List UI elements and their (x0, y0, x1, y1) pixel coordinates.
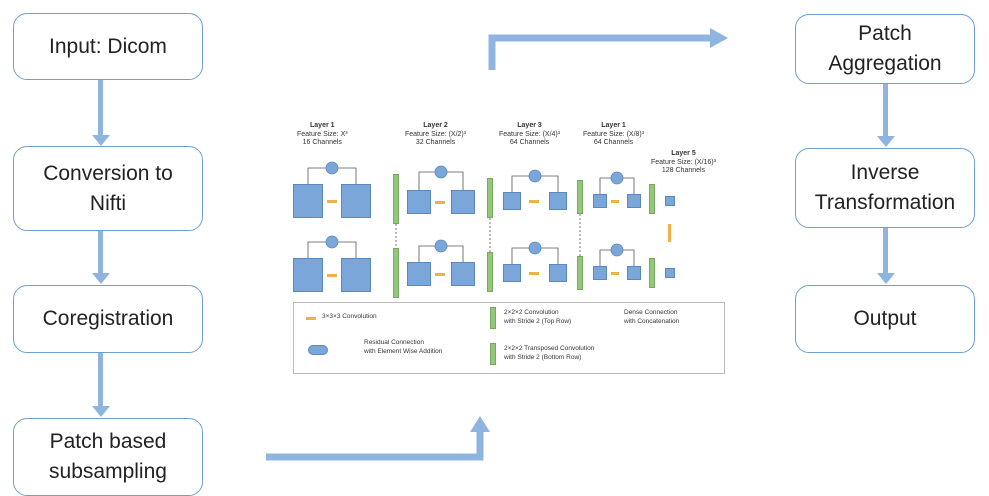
layer-label: Layer 1 Feature Size: (X/8)³ 64 Channels (583, 122, 644, 148)
arrow-head (877, 273, 895, 284)
layer-title: Layer 2 (423, 122, 448, 129)
feature-cube (451, 190, 475, 214)
feature-cube (503, 192, 521, 210)
legend-transposed: 2×2×2 Transposed Convolution with Stride… (504, 345, 595, 361)
feature-cube (549, 192, 567, 210)
layer-title: Layer 3 (517, 122, 542, 129)
legend: 3×3×3 Convolution Residual Connection wi… (293, 302, 725, 374)
arrow-head (92, 135, 110, 146)
stride-conv-bar (649, 184, 655, 214)
stride-conv-bar (577, 180, 583, 214)
step-coregistration: Coregistration (13, 285, 203, 353)
bottom-bent-arrow (266, 430, 484, 461)
feature-cube (451, 262, 475, 286)
feature-cube (341, 184, 371, 218)
layer-size: Feature Size: (X/16)³ (651, 158, 716, 166)
layer-channels: 16 Channels (302, 139, 342, 146)
step-input-dicom: Input: Dicom (13, 13, 203, 80)
arrow-shaft (98, 231, 103, 275)
legend-transposed-bar (490, 343, 496, 365)
arrow-shaft (98, 353, 103, 408)
arrow-shaft (98, 80, 103, 136)
legend-conv-arrow (306, 317, 316, 320)
step-conversion-nifti: Conversion to Nifti (13, 146, 203, 231)
top-arrow-head (710, 28, 728, 48)
feature-cube (341, 258, 371, 292)
feature-cube (593, 194, 607, 208)
step-label: Input: Dicom (49, 34, 167, 58)
layer-label: Layer 2 Feature Size: (X/2)³ 32 Channels (405, 122, 466, 148)
layer-title: Layer 1 (310, 122, 335, 129)
transposed-conv-bar (649, 258, 655, 288)
step-label: Patch based subsampling (49, 430, 167, 483)
feature-cube (665, 268, 675, 278)
feature-cube (627, 266, 641, 280)
feature-cube (293, 258, 323, 292)
feature-cube (407, 190, 431, 214)
feature-cube (293, 184, 323, 218)
step-inverse-transformation: Inverse Transformation (795, 148, 975, 228)
feature-cube (665, 196, 675, 206)
layer-label: Layer 3 Feature Size: (X/4)³ 64 Channels (499, 122, 560, 148)
legend-residual: Residual Connection with Element Wise Ad… (364, 339, 443, 355)
legend-residual-icon (308, 345, 328, 355)
layer-size: Feature Size: (X/4)³ (499, 130, 561, 138)
step-output: Output (795, 285, 975, 353)
step-patch-aggregation: Patch Aggregation (795, 14, 975, 84)
step-label: Inverse Transformation (814, 161, 956, 214)
step-label: Output (853, 307, 917, 330)
stride-conv-bar (393, 174, 399, 224)
feature-cube (549, 264, 567, 282)
feature-cube (503, 264, 521, 282)
connection-lines (307, 161, 671, 277)
legend-conv: 3×3×3 Convolution (322, 313, 377, 320)
feature-cube (627, 194, 641, 208)
layer-size: Feature Size: (X/2)³ (405, 130, 467, 138)
layer-label: Layer 5 Feature Size: (X/16)³ 128 Channe… (651, 150, 716, 176)
layer-size: Feature Size: (X/8)³ (583, 130, 645, 138)
legend-stride-conv: 2×2×2 Convolution with Stride 2 (Top Row… (504, 309, 572, 325)
feature-cube (407, 262, 431, 286)
layer-size: Feature Size: X³ (297, 130, 348, 138)
layer-channels: 32 Channels (415, 139, 456, 146)
transposed-conv-bar (393, 248, 399, 298)
stride-conv-bar (487, 178, 493, 218)
step-label: Coregistration (42, 307, 174, 330)
transposed-conv-bar (487, 252, 493, 292)
feature-cube (593, 266, 607, 280)
layer-channels: 64 Channels (509, 139, 550, 146)
arrow-head (92, 406, 110, 417)
step-label: Conversion to Nifti (43, 161, 173, 215)
arrow-shaft (883, 228, 888, 275)
arrow-head (877, 136, 895, 147)
step-label: Patch Aggregation (828, 22, 942, 75)
legend-stride-bar (490, 307, 496, 329)
layer-title: Layer 5 (671, 150, 696, 157)
transposed-conv-bar (577, 256, 583, 290)
network-diagram: Layer 1 Feature Size: X³ 16 Channels Lay… (287, 112, 725, 377)
layer-channels: 128 Channels (661, 167, 706, 174)
layer-channels: 64 Channels (593, 139, 634, 146)
legend-dense: Dense Connection with Concatenation (624, 309, 680, 325)
arrow-head (92, 273, 110, 284)
top-bent-arrow (488, 34, 712, 70)
layer-title: Layer 1 (601, 122, 626, 129)
bottom-arrow-head (470, 416, 490, 432)
layer-label: Layer 1 Feature Size: X³ 16 Channels (297, 122, 348, 148)
arrow-shaft (883, 84, 888, 138)
step-patch-subsampling: Patch based subsampling (13, 418, 203, 496)
conv-arrow (327, 200, 337, 203)
